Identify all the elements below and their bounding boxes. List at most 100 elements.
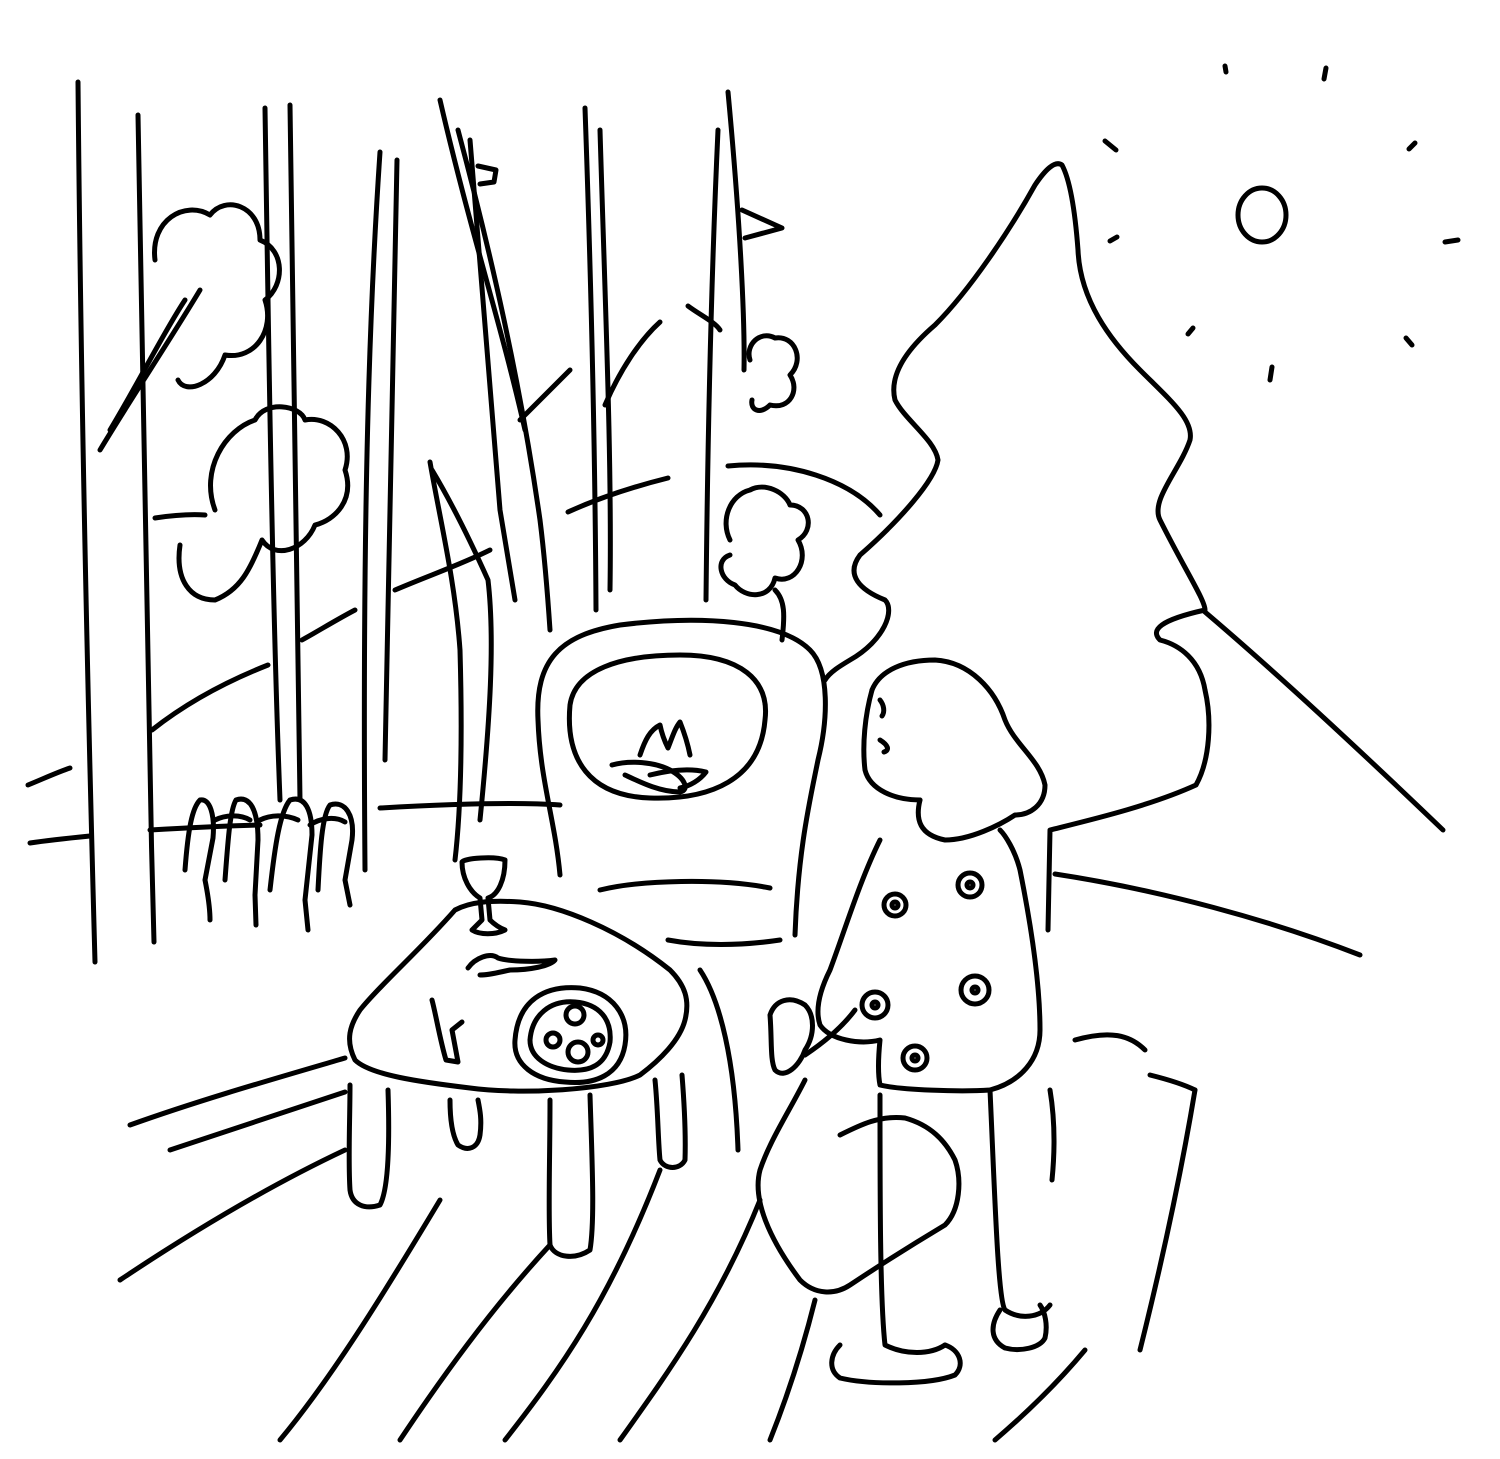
hill-line	[392, 547, 493, 593]
forest-trees	[75, 79, 811, 965]
floor-line	[1137, 1087, 1198, 1353]
tree-trunk	[135, 112, 157, 945]
fork	[465, 953, 558, 978]
stove-with-fire	[535, 587, 828, 947]
woman	[767, 657, 1053, 1386]
floor-line	[1147, 1072, 1198, 1093]
tree-branch	[107, 297, 188, 433]
tree-trunk	[437, 97, 528, 433]
person-arm	[257, 813, 301, 823]
distant-hill	[725, 462, 883, 518]
flower-center	[969, 984, 981, 996]
woman-shoe	[990, 1302, 1049, 1353]
flower-center	[964, 879, 976, 891]
tree-trunk	[361, 149, 383, 873]
flower	[900, 1043, 930, 1073]
sun-ray	[1222, 63, 1229, 75]
fire-flame	[637, 719, 693, 758]
table-leg	[447, 1097, 484, 1151]
tree-branch	[602, 319, 663, 408]
bag	[755, 1077, 962, 1295]
floor-line	[397, 1242, 553, 1443]
sun	[1102, 63, 1461, 383]
woman-legs	[987, 1087, 1053, 1319]
floor-line	[127, 1055, 348, 1128]
person	[182, 797, 216, 923]
floor-line	[1072, 1032, 1148, 1053]
person	[315, 801, 356, 908]
sun-ray	[1185, 325, 1196, 337]
woman-legs	[877, 1092, 948, 1355]
plate	[512, 985, 629, 1086]
food-item	[565, 1039, 591, 1065]
flower	[958, 973, 992, 1007]
knife	[429, 997, 465, 1065]
foliage-cloud	[746, 333, 800, 413]
tree-trunk	[455, 127, 553, 633]
hill-line	[149, 662, 271, 733]
woman-jacket	[815, 827, 1043, 1094]
sun-disc	[1235, 185, 1289, 245]
table-leg	[546, 1092, 596, 1259]
tree-trunk	[287, 102, 303, 803]
flower	[881, 891, 909, 919]
floor-line	[167, 1089, 348, 1153]
flower	[955, 870, 985, 900]
tree-trunk	[429, 467, 494, 823]
flower-center	[869, 999, 881, 1011]
foliage-cloud	[718, 484, 811, 598]
woman-shoe	[829, 1342, 963, 1386]
tree-trunk	[725, 89, 747, 373]
horizon-line	[27, 833, 93, 846]
sun-ray	[1107, 234, 1120, 244]
floor-line	[502, 1167, 663, 1443]
tree-trunk	[75, 79, 98, 965]
tree-trunk	[262, 105, 283, 803]
food-item	[563, 1003, 587, 1027]
floor-line	[117, 1147, 348, 1283]
tree-branch	[152, 512, 208, 521]
sun-ray	[1406, 140, 1418, 152]
woman-arm	[802, 1007, 858, 1058]
food-item	[590, 1032, 606, 1048]
fire-log	[609, 759, 688, 795]
woman-hair	[869, 657, 1048, 843]
wine-glass	[459, 855, 508, 937]
flag	[475, 163, 499, 187]
sun-ray	[1267, 364, 1275, 383]
hill-line	[299, 607, 358, 643]
person-arm	[307, 815, 348, 828]
floor-line	[697, 967, 741, 1153]
table-top	[347, 898, 690, 1094]
floor-line	[617, 1197, 763, 1443]
tree-trunk	[427, 459, 464, 863]
tree-branch	[517, 367, 573, 423]
table	[346, 855, 690, 1259]
floor-boards	[117, 967, 1198, 1443]
flower-center	[889, 899, 901, 911]
group-of-people	[182, 796, 356, 933]
mountain-ridge	[1202, 609, 1446, 833]
floor-line	[767, 1297, 818, 1443]
tree-trunk	[597, 127, 613, 593]
woman-hand	[767, 997, 815, 1076]
jacket-flowers	[859, 870, 992, 1073]
tree-branch	[739, 207, 785, 241]
sun-ray	[1442, 237, 1461, 245]
plate-inner	[527, 999, 613, 1073]
flower-center	[909, 1052, 921, 1064]
table-leg	[652, 1072, 688, 1170]
tree-trunk	[703, 127, 721, 603]
woman-eye	[877, 697, 887, 719]
floor-line	[1047, 1087, 1057, 1183]
tree-trunk	[467, 137, 518, 603]
stove-band	[665, 937, 783, 947]
stove-body	[535, 617, 828, 938]
table-leg	[346, 1082, 392, 1210]
flower	[859, 989, 891, 1021]
sun-ray	[1403, 335, 1415, 348]
foliage-cloud	[176, 404, 351, 603]
food-item	[543, 1030, 563, 1050]
